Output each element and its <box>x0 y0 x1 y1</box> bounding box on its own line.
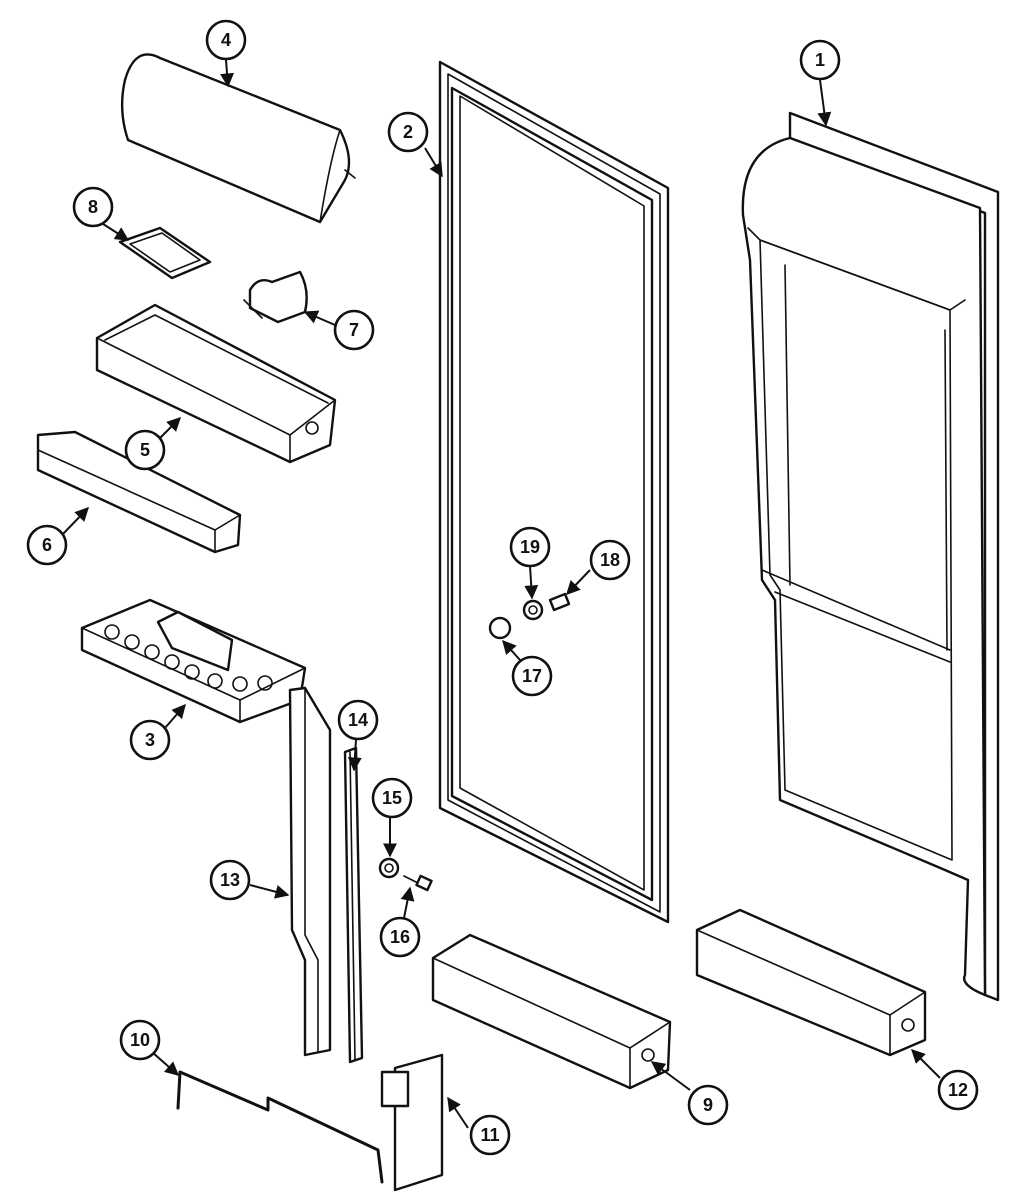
svg-text:7: 7 <box>349 320 359 340</box>
part-plug <box>488 616 512 640</box>
part-door-bin-lower-middle <box>431 933 672 1090</box>
svg-text:16: 16 <box>390 927 410 947</box>
callout-18: 18 <box>589 539 631 581</box>
svg-text:19: 19 <box>520 537 540 557</box>
svg-text:15: 15 <box>382 788 402 808</box>
svg-text:4: 4 <box>221 30 231 50</box>
part-cover-panel <box>380 1053 444 1192</box>
callout-13: 13 <box>209 859 251 901</box>
callout-7: 7 <box>333 309 375 351</box>
part-clip <box>243 270 308 324</box>
svg-text:10: 10 <box>130 1030 150 1050</box>
callout-2: 2 <box>387 111 429 153</box>
svg-text:12: 12 <box>948 1080 968 1100</box>
svg-text:17: 17 <box>522 666 542 686</box>
callout-12: 12 <box>937 1069 979 1111</box>
svg-text:6: 6 <box>42 535 52 555</box>
svg-text:5: 5 <box>140 440 150 460</box>
part-door-bin-lower-right <box>695 908 927 1057</box>
svg-text:11: 11 <box>480 1125 499 1145</box>
callout-15: 15 <box>371 777 413 819</box>
part-door-shelf-bar <box>36 430 242 554</box>
callout-3: 3 <box>129 719 171 761</box>
callout-4: 4 <box>205 19 247 61</box>
part-small-tray <box>118 226 212 280</box>
part-washer <box>378 857 400 879</box>
callout-14: 14 <box>337 699 379 741</box>
callout-6: 6 <box>26 524 68 566</box>
callout-5: 5 <box>124 429 166 471</box>
part-dairy-cover <box>120 53 356 224</box>
callout-10: 10 <box>119 1019 161 1061</box>
part-screw <box>403 874 433 892</box>
part-thin-strip <box>343 746 364 1064</box>
callout-11: 11 <box>469 1114 511 1156</box>
svg-text:13: 13 <box>220 870 240 890</box>
svg-text:1: 1 <box>815 50 825 70</box>
part-door-bin-upper <box>95 303 337 464</box>
part-small-screw <box>548 592 571 612</box>
leader-lines <box>61 59 941 1129</box>
part-door-liner <box>741 111 1000 1002</box>
callout-1: 1 <box>799 39 841 81</box>
part-trim-strip <box>288 686 332 1057</box>
part-small-washer <box>522 599 544 621</box>
part-egg-tray <box>80 598 307 724</box>
svg-text:8: 8 <box>88 197 98 217</box>
svg-text:18: 18 <box>600 550 620 570</box>
part-door-gasket <box>438 60 670 924</box>
svg-text:9: 9 <box>703 1095 713 1115</box>
svg-text:14: 14 <box>348 710 368 730</box>
callout-16: 16 <box>379 916 421 958</box>
svg-text:3: 3 <box>145 730 155 750</box>
part-wire-bracket <box>176 1070 384 1184</box>
callout-9: 9 <box>687 1084 729 1126</box>
callout-8: 8 <box>72 186 114 228</box>
callout-17: 17 <box>511 655 553 697</box>
svg-text:2: 2 <box>403 122 413 142</box>
callout-19: 19 <box>509 526 551 568</box>
